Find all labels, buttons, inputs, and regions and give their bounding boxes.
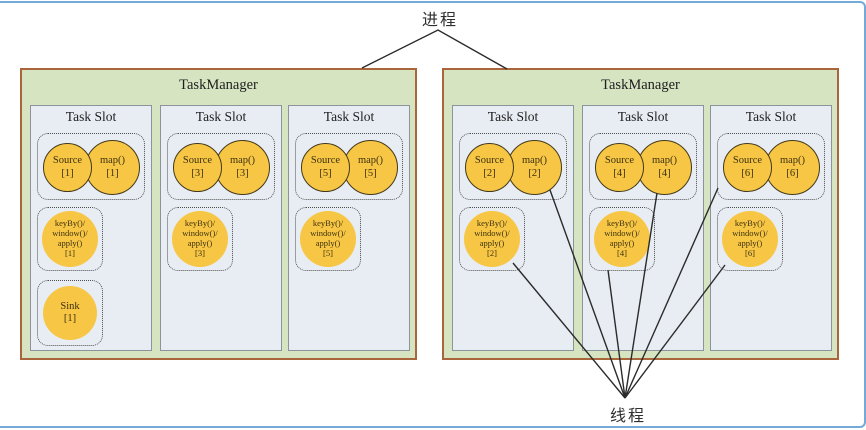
operator-label: map() — [99, 155, 126, 167]
task-slot: Task Slot Source [2] map() [2] keyBy()/ … — [452, 105, 574, 351]
taskmanager-title: TaskManager — [601, 77, 680, 93]
keyby-operator: keyBy()/ window()/ apply() [4] — [594, 211, 650, 267]
taskmanager-title: TaskManager — [179, 77, 258, 93]
operator-label: map() — [521, 155, 548, 167]
operator-label: window()/ — [474, 228, 510, 239]
task-slot-title: Task Slot — [617, 109, 669, 124]
keyby-operator: keyBy()/ window()/ apply() [2] — [464, 211, 520, 267]
operator-index: [6] — [745, 247, 755, 258]
task-slot-title: Task Slot — [745, 109, 797, 124]
task-slot-title: Task Slot — [65, 109, 117, 124]
operator-index: [4] — [613, 167, 626, 179]
operator-index: [5] — [364, 167, 377, 179]
operator-label: Source — [474, 155, 505, 167]
keyby-operator: keyBy()/ window()/ apply() [3] — [172, 211, 228, 267]
keyby-group: keyBy()/ window()/ apply() [4] — [589, 207, 655, 271]
operator-label: map() — [779, 155, 806, 167]
operator-label: apply() — [315, 238, 341, 248]
source-operator: Source [3] — [173, 143, 222, 192]
operator-index: [3] — [191, 167, 204, 179]
operator-index: [3] — [236, 167, 249, 179]
operator-label: window()/ — [52, 228, 88, 239]
map-operator: map() [5] — [343, 140, 398, 195]
operator-index: [2] — [483, 167, 496, 179]
operator-label: window()/ — [182, 228, 218, 239]
operator-index: [5] — [319, 167, 332, 179]
process-label: 进程 — [421, 12, 458, 29]
keyby-group: keyBy()/ window()/ apply() [1] — [37, 207, 103, 271]
keyby-group: keyBy()/ window()/ apply() [5] — [295, 207, 361, 271]
source-map-group: Source [4] map() [4] — [589, 133, 697, 200]
task-slot: Task Slot Source [5] map() [5] keyBy()/ … — [288, 105, 410, 351]
keyby-group: keyBy()/ window()/ apply() [2] — [459, 207, 525, 271]
task-slot: Task Slot Source [3] map() [3] keyBy()/ … — [160, 105, 282, 351]
taskmanager-left: TaskManager Task Slot Source [1] map() [… — [20, 68, 417, 360]
source-operator: Source [5] — [301, 143, 350, 192]
operator-label: keyBy()/ — [476, 218, 508, 229]
source-operator: Source [2] — [465, 143, 514, 192]
keyby-operator: keyBy()/ window()/ apply() [5] — [300, 211, 356, 267]
task-slot-title: Task Slot — [487, 109, 539, 124]
process-pointer-lines — [361, 29, 508, 70]
keyby-group: keyBy()/ window()/ apply() [6] — [717, 207, 783, 271]
taskmanager-right: TaskManager Task Slot Source [2] map() [… — [442, 68, 839, 360]
operator-label: keyBy()/ — [312, 218, 344, 229]
map-operator: map() [6] — [765, 140, 820, 195]
task-slot: Task Slot Source [4] map() [4] keyBy()/ … — [582, 105, 704, 351]
map-operator: map() [4] — [637, 140, 692, 195]
operator-index: [2] — [487, 247, 497, 258]
operator-index: [6] — [741, 167, 754, 179]
operator-index: [2] — [528, 167, 541, 179]
operator-index: [4] — [617, 247, 627, 258]
source-operator: Source [4] — [595, 143, 644, 192]
source-map-group: Source [2] map() [2] — [459, 133, 567, 200]
operator-label: apply() — [187, 238, 213, 248]
source-operator: Source [1] — [43, 143, 92, 192]
keyby-operator: keyBy()/ window()/ apply() [6] — [722, 211, 778, 267]
operator-index: [1] — [106, 167, 119, 179]
operator-label: map() — [229, 155, 256, 167]
source-map-group: Source [1] map() [1] — [37, 133, 145, 200]
map-operator: map() [2] — [507, 140, 562, 195]
operator-label: keyBy()/ — [184, 218, 216, 229]
operator-label: Source — [732, 155, 763, 167]
source-map-group: Source [6] map() [6] — [717, 133, 825, 200]
operator-index: [6] — [786, 167, 799, 179]
operator-label: apply() — [737, 238, 763, 248]
map-operator: map() [3] — [215, 140, 270, 195]
task-slot-title: Task Slot — [323, 109, 375, 124]
task-slot: Task Slot Source [6] map() [6] keyBy()/ … — [710, 105, 832, 351]
keyby-group: keyBy()/ window()/ apply() [3] — [167, 207, 233, 271]
source-operator: Source [6] — [723, 143, 772, 192]
operator-label: Sink — [60, 300, 80, 312]
operator-label: Source — [310, 155, 341, 167]
operator-label: apply() — [479, 238, 505, 248]
operator-index: [1] — [61, 167, 74, 179]
operator-label: Source — [52, 155, 83, 167]
operator-index: [3] — [195, 247, 205, 258]
source-map-group: Source [5] map() [5] — [295, 133, 403, 200]
sink-operator: Sink [1] — [43, 286, 97, 340]
operator-label: window()/ — [310, 228, 346, 239]
operator-label: keyBy()/ — [54, 218, 86, 229]
map-operator: map() [1] — [85, 140, 140, 195]
source-map-group: Source [3] map() [3] — [167, 133, 275, 200]
task-slot: Task Slot Source [1] map() [1] keyBy()/ … — [30, 105, 152, 351]
operator-index: [1] — [65, 247, 75, 258]
operator-label: apply() — [57, 238, 83, 248]
sink-group: Sink [1] — [37, 280, 103, 346]
operator-index: [1] — [63, 313, 77, 324]
operator-label: map() — [357, 155, 384, 167]
operator-label: Source — [604, 155, 635, 167]
operator-label: window()/ — [732, 228, 768, 239]
operator-index: [5] — [323, 247, 333, 258]
task-slot-title: Task Slot — [195, 109, 247, 124]
operator-label: map() — [651, 155, 678, 167]
operator-label: keyBy()/ — [734, 218, 766, 229]
operator-index: [4] — [658, 167, 671, 179]
thread-label: 线程 — [609, 408, 646, 425]
operator-label: Source — [182, 155, 213, 167]
keyby-operator: keyBy()/ window()/ apply() [1] — [42, 211, 98, 267]
